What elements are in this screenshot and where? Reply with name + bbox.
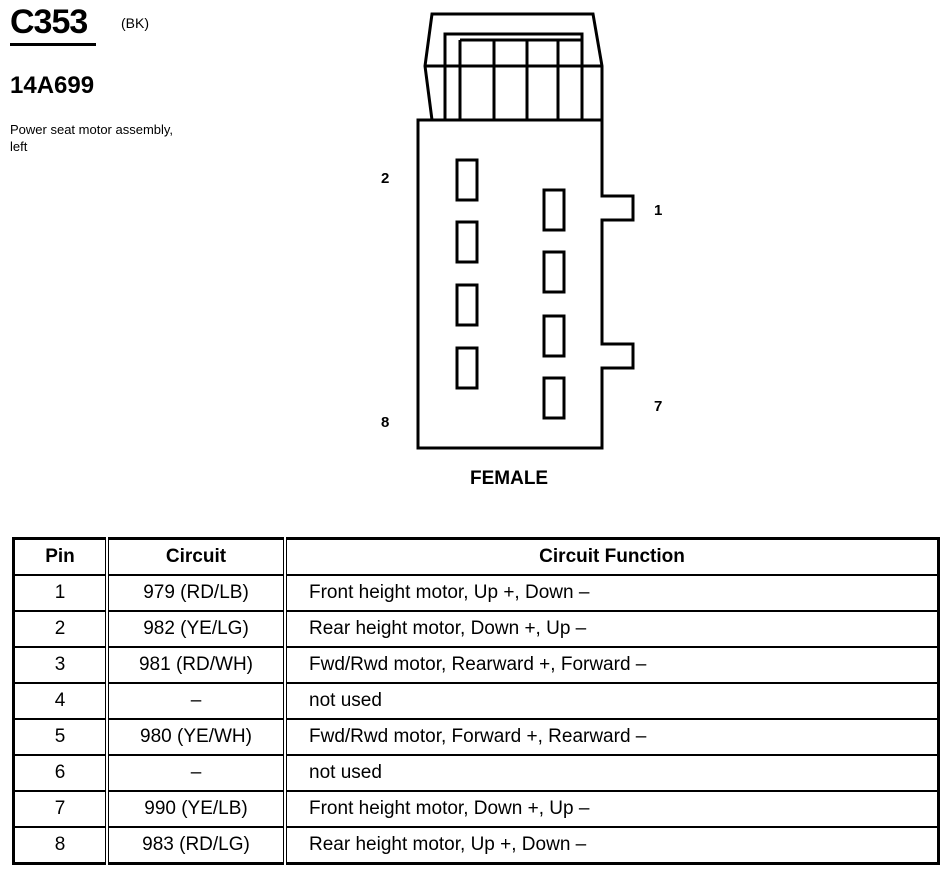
cell-pin: 8 [12,826,109,865]
part-number: 14A699 [10,72,95,99]
cell-pin: 4 [12,682,109,720]
pin-label-bottom-left: 8 [381,414,389,431]
cell-circuit: – [106,682,287,720]
connector-latch [423,12,604,121]
header-function: Circuit Function [284,537,940,576]
table-row: 5 980 (YE/WH) Fwd/Rwd motor, Forward +, … [12,718,940,756]
connector-gender-label: FEMALE [470,468,549,489]
connector-id: C353 [10,3,88,41]
cell-function: Front height motor, Up +, Down – [284,574,940,612]
cell-pin: 2 [12,610,109,648]
cell-circuit: – [106,754,287,792]
pin-cavity-8 [455,346,479,390]
pin-cavity-7 [542,376,566,420]
cell-pin: 5 [12,718,109,756]
pin-cavity-1 [542,188,566,232]
cell-circuit: 983 (RD/LG) [106,826,287,865]
table-row: 3 981 (RD/WH) Fwd/Rwd motor, Rearward +,… [12,646,940,684]
cell-function: Fwd/Rwd motor, Rearward +, Forward – [284,646,940,684]
table-header-row: Pin Circuit Circuit Function [12,537,940,576]
pin-cavity-2 [455,158,479,202]
pin-table: Pin Circuit Circuit Function 1 979 (RD/L… [12,537,940,865]
connector-id-underline [10,43,96,46]
cell-pin: 7 [12,790,109,828]
cell-function: not used [284,754,940,792]
cell-function: Rear height motor, Up +, Down – [284,826,940,865]
cell-function: not used [284,682,940,720]
cell-function: Fwd/Rwd motor, Forward +, Rearward – [284,718,940,756]
cell-function: Front height motor, Down +, Up – [284,790,940,828]
table-row: 7 990 (YE/LB) Front height motor, Down +… [12,790,940,828]
header-pin: Pin [12,537,109,576]
table-row: 6 – not used [12,754,940,792]
cell-function: Rear height motor, Down +, Up – [284,610,940,648]
table-row: 4 – not used [12,682,940,720]
cell-circuit: 980 (YE/WH) [106,718,287,756]
table-row: 2 982 (YE/LG) Rear height motor, Down +,… [12,610,940,648]
connector-body [416,118,635,450]
cell-pin: 1 [12,574,109,612]
connector-latch-inner [443,32,584,120]
cell-pin: 3 [12,646,109,684]
connector-description: Power seat motor assembly, left [10,122,174,154]
cell-pin: 6 [12,754,109,792]
pin-label-top-left: 2 [381,170,389,187]
pin-label-top-right: 1 [654,202,662,219]
cell-circuit: 979 (RD/LB) [106,574,287,612]
table-row: 1 979 (RD/LB) Front height motor, Up +, … [12,574,940,612]
pin-cavity-6 [455,283,479,327]
cell-circuit: 990 (YE/LB) [106,790,287,828]
pin-cavity-4 [455,220,479,264]
cell-circuit: 982 (YE/LG) [106,610,287,648]
cell-circuit: 981 (RD/WH) [106,646,287,684]
header-circuit: Circuit [106,537,287,576]
connector-color-code: (BK) [121,15,149,31]
pin-cavity-3 [542,250,566,294]
table-row: 8 983 (RD/LG) Rear height motor, Up +, D… [12,826,940,865]
pin-cavity-5 [542,314,566,358]
connector-face-diagram: 2 1 8 7 [381,12,662,450]
pin-label-bottom-right: 7 [654,398,662,415]
